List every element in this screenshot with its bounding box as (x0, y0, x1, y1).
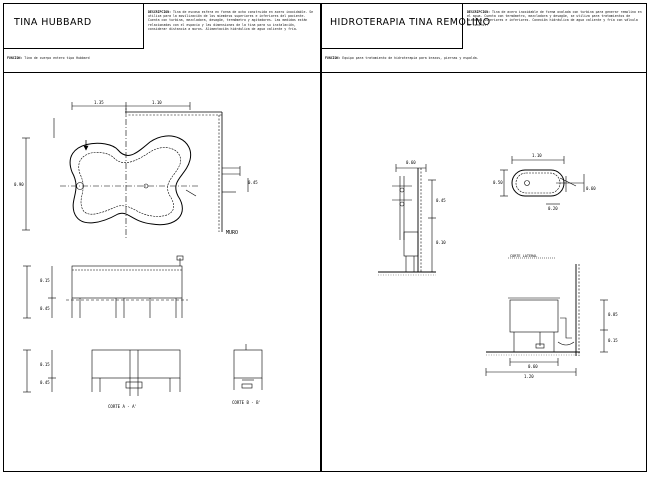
right-function: FUNCION: Equipo para tratamiento de hidr… (325, 56, 625, 68)
dim-r-1: 0.60 (406, 160, 416, 165)
dim-l-3: 0.90 (14, 182, 24, 187)
dim-r-4: 1.10 (532, 153, 542, 158)
whirlpool-elevation (485, 257, 608, 376)
right-description: DESCRIPCION: Tina de acero inoxidable de… (467, 10, 643, 50)
dim-r-10: 0.60 (528, 364, 538, 369)
left-description: DESCRIPCION: Tina de escasa esfera en fo… (148, 10, 316, 50)
left-description-text: Tina de escasa esfera en forma de ocho c… (148, 10, 314, 23)
left-function-label: FUNCION: (7, 56, 23, 60)
dim-r-5: 0.50 (493, 180, 503, 185)
hubbard-section-a (23, 255, 188, 319)
whirlpool-plan-view (500, 156, 585, 205)
section-label-a: CORTE A - A' (108, 404, 137, 409)
left-title: TINA HUBBARD (14, 17, 92, 28)
dim-l-1: 1.35 (94, 100, 104, 105)
left-description-label: DESCRIPCION: (148, 10, 172, 14)
dim-l-7: 0.15 (40, 362, 50, 367)
hubbard-section-b (23, 344, 263, 396)
hubbard-plan-view (22, 102, 249, 240)
right-title-box (321, 3, 463, 49)
section-label-b: CORTE B - B' (232, 400, 261, 405)
right-function-text: Equipo para tratamiento de hidroterapia … (342, 56, 479, 60)
dim-l-8: 0.45 (40, 380, 50, 385)
dim-r-11: 1.20 (524, 374, 534, 379)
dim-l-2: 1.10 (152, 100, 162, 105)
dim-r-7: 0.60 (586, 186, 596, 191)
dim-l-4: 0.45 (248, 180, 258, 185)
dim-r-3: 0.10 (436, 240, 446, 245)
left-function: FUNCION: Tina de cuerpo entero tipo Hubb… (7, 56, 141, 68)
dim-l-5: 0.15 (40, 278, 50, 283)
left-function-text: Tina de cuerpo entero tipo Hubbard (24, 56, 90, 60)
wall-label: MURO (226, 230, 239, 236)
dim-l-6: 0.45 (40, 306, 50, 311)
right-description-label: DESCRIPCION: (467, 10, 491, 14)
whirlpool-side-view (378, 164, 436, 276)
left-title-box (3, 3, 144, 49)
right-function-label: FUNCION: (325, 56, 341, 60)
dim-r-9: 0.15 (608, 338, 618, 343)
section-label-r: CORTE LATERAL (510, 254, 538, 258)
left-note-extra: Las medidas están relacionadas con el es… (148, 18, 308, 31)
dim-r-6: 0.20 (548, 206, 558, 211)
right-title: HIDROTERAPIA TINA REMOLINO (330, 17, 491, 28)
dim-r-8: 0.85 (608, 312, 618, 317)
dim-r-2: 0.45 (436, 198, 446, 203)
right-description-text: Tina de acero inoxidable de forma ovalad… (467, 10, 642, 27)
